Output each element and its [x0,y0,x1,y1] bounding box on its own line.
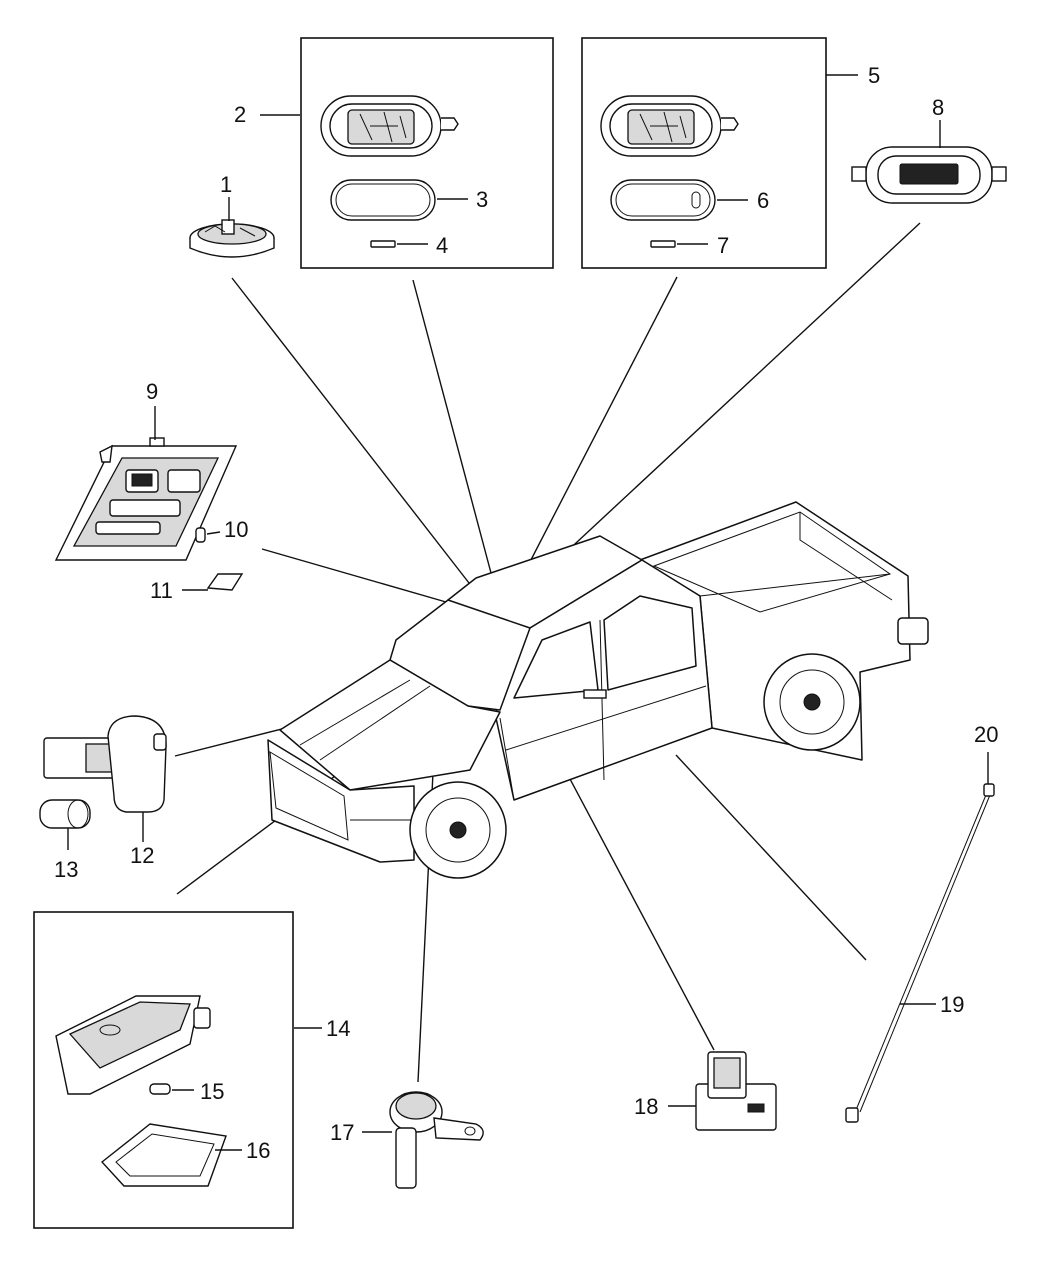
part-6-lens [610,179,748,221]
group-box-5 [581,37,827,269]
callout-11: 11 [150,578,173,603]
part-8-cargo-lamp [851,120,1007,204]
callout-7: 7 [717,233,729,258]
callout-16: 16 [246,1138,270,1163]
part-10-bulb [195,527,221,543]
part-15-bulb [149,1083,194,1095]
callout-3: 3 [476,187,488,212]
part-4-bulb [370,240,428,248]
callout-15: 15 [200,1079,224,1104]
callout-20: 20 [974,722,998,747]
group-box-2 [300,37,554,269]
part-7-bulb [650,240,708,248]
part-9-overhead-console [54,406,238,561]
callout-9: 9 [146,379,158,404]
part-13-bulb [39,799,91,850]
callout-10: 10 [224,517,248,542]
part-1-dome-lamp [189,197,275,258]
callout-4: 4 [436,233,448,258]
callout-13: 13 [54,857,78,882]
callout-2: 2 [234,102,246,127]
callout-8: 8 [932,95,944,120]
callout-17: 17 [330,1120,354,1145]
part-17-sensor [362,1091,484,1189]
part-3-lens [330,179,468,221]
part-5-lamp-housing [600,74,858,157]
callout-14: 14 [326,1016,350,1041]
pickup-truck [267,501,929,879]
part-2-lamp-housing [260,95,459,157]
callout-1: 1 [220,172,232,197]
callout-12: 12 [130,843,154,868]
callout-19: 19 [940,992,964,1017]
callout-6: 6 [757,188,769,213]
part-11-lens [182,573,244,591]
part-19-cable [845,783,995,1123]
group-box-14 [33,911,294,1229]
callout-labels: 1 2 3 4 5 6 7 8 9 10 11 12 13 14 15 16 1… [54,63,998,1163]
part-18-switch [668,1051,777,1131]
part-12-courtesy-lamp [43,715,167,842]
callout-18: 18 [634,1094,658,1119]
part-16-lens [100,1123,242,1187]
callout-5: 5 [868,63,880,88]
part-14-glovebox-lamp [55,995,322,1095]
